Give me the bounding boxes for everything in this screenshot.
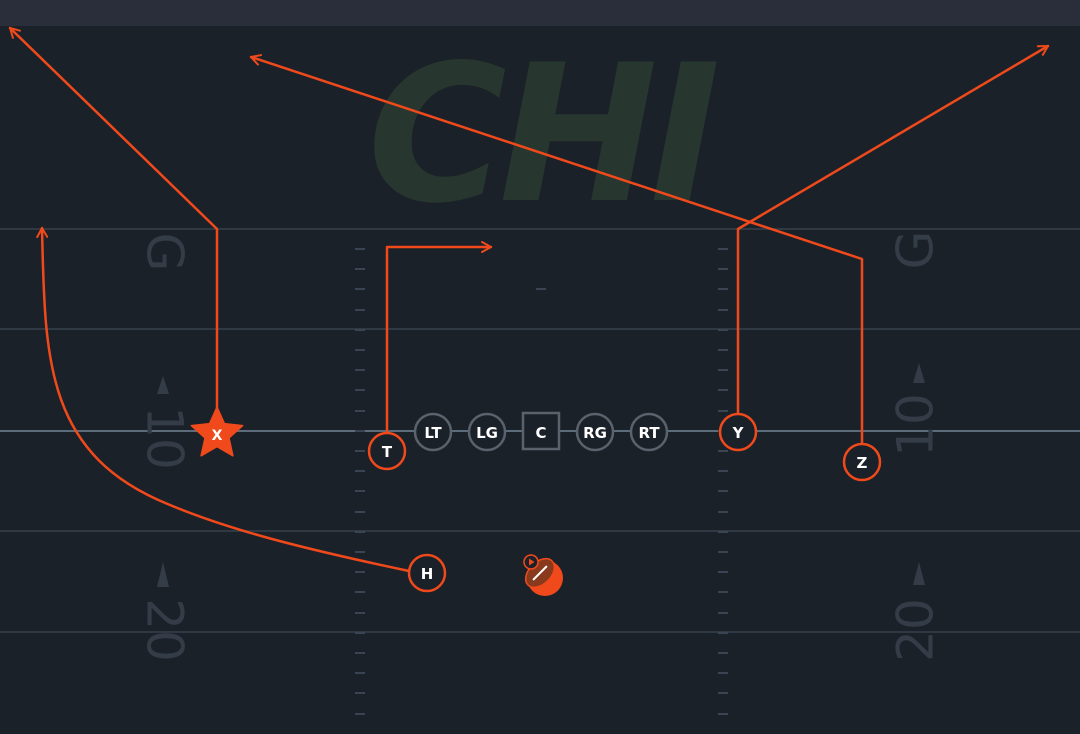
player-t[interactable]: T (367, 431, 407, 471)
football-icon[interactable] (520, 553, 563, 596)
lineman-rg-label: RG (583, 424, 607, 442)
route-x (8, 26, 219, 420)
yard-number-20-right: 20 (887, 598, 945, 662)
play-icon (523, 554, 539, 570)
field-background (0, 26, 1080, 734)
yard-numbers-left: G 10 20 (136, 233, 194, 662)
yard-number-10-left: 10 (136, 406, 194, 470)
player-t-label: T (382, 443, 393, 461)
player-h[interactable]: H (407, 553, 447, 593)
player-h-label: H (421, 565, 434, 583)
lineman-lg-label: LG (476, 424, 498, 442)
yard-number-goal-right: G (887, 231, 945, 270)
yard-number-goal-left: G (136, 233, 194, 272)
hash-marks (355, 248, 728, 715)
route-h (36, 226, 411, 573)
lineman-rt[interactable]: RT (629, 412, 669, 452)
direction-arrow-10-left (157, 376, 169, 394)
direction-arrow-20-left (157, 562, 169, 587)
direction-arrow-10-right (913, 363, 925, 383)
routes (8, 26, 1050, 573)
lineman-lt-label: LT (424, 424, 442, 442)
player-x[interactable]: X (190, 406, 244, 457)
yard-number-10-right: 10 (887, 393, 945, 457)
player-y-label: Y (732, 424, 745, 442)
lineman-lt[interactable]: LT (413, 412, 453, 452)
team-wordmark: CHI (367, 24, 716, 245)
lineman-rg[interactable]: RG (575, 412, 615, 452)
star-icon (190, 406, 244, 457)
lineman-rt-label: RT (638, 424, 660, 442)
yard-numbers-right: G 10 20 (887, 231, 945, 662)
direction-arrow-20-right (913, 562, 925, 585)
lineman-c-label: C (535, 424, 546, 442)
player-x-label: X (212, 428, 223, 444)
lineman-lg[interactable]: LG (467, 412, 507, 452)
route-y (736, 44, 1050, 416)
skill-players: X T Y Z H (190, 406, 882, 593)
player-z[interactable]: Z (842, 442, 882, 482)
player-z-label: Z (857, 454, 868, 472)
route-t (385, 241, 493, 434)
yard-lines (0, 228, 1080, 633)
route-z (249, 54, 864, 446)
lineman-c[interactable]: C (521, 411, 561, 451)
yard-number-20-left: 20 (136, 598, 194, 662)
offensive-line: LT LG C RG RT (413, 411, 669, 452)
player-y[interactable]: Y (718, 412, 758, 452)
